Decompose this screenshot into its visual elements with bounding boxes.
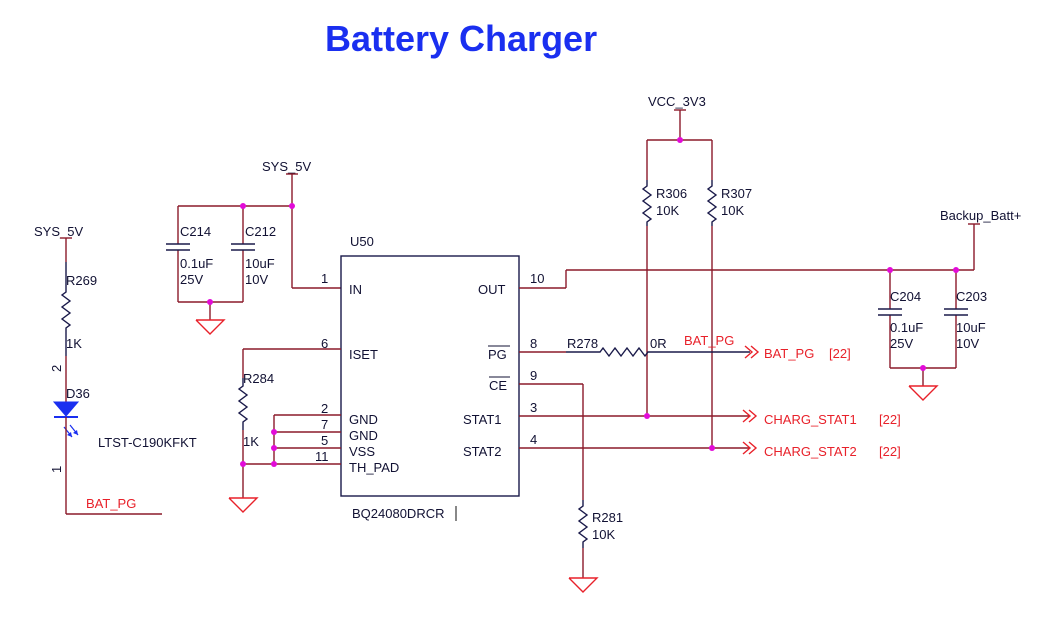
c204-capacitor-symbol [878,308,902,316]
pin-name: STAT1 [463,412,502,427]
pin-name: IN [349,282,362,297]
d36-pin-cathode: 1 [49,466,64,473]
c212-value: 10uF [245,256,275,271]
net-label-sys5v-top: SYS_5V [262,159,311,174]
r284-resistor-symbol [237,378,249,430]
pin-name-overbar: PG [488,347,507,362]
c214-value: 0.1uF [180,256,213,271]
d36-refdes: D36 [66,386,90,401]
net-label-bat-pg-led: BAT_PG [86,496,136,511]
pin-number: 5 [321,433,328,448]
port-charg-stat2-ref: [22] [879,444,901,459]
d36-pin-anode: 2 [49,365,64,372]
pin-name: TH_PAD [349,460,399,475]
pin-number: 4 [530,432,537,447]
pin-number: 8 [530,336,537,351]
pin-number: 3 [530,400,537,415]
c212-voltage: 10V [245,272,268,287]
port-charg-stat1: CHARG_STAT1 [764,412,857,427]
c204-value: 0.1uF [890,320,923,335]
pin-number: 11 [315,449,329,464]
r307-value: 10K [721,203,744,218]
r306-resistor-symbol [641,180,653,226]
r269-resistor-symbol [60,262,72,356]
r284-value: 1K [243,434,259,449]
u50-ic: U50 BQ24080DRCR 1 IN 6 ISET 2 GND 7 GND … [243,234,583,521]
r284-refdes: R284 [243,371,274,386]
c203-refdes: C203 [956,289,987,304]
pin-number: 6 [321,336,328,351]
r269-value: 1K [66,336,82,351]
iset-ground-network: R284 1K [228,348,292,513]
port-bat-pg: BAT_PG [764,346,814,361]
c214-voltage: 25V [180,272,203,287]
pin-name: OUT [478,282,506,297]
r306-value: 10K [656,203,679,218]
net-label-sys5v-left: SYS_5V [34,224,83,239]
c204-voltage: 25V [890,336,913,351]
c203-value: 10uF [956,320,986,335]
d36-part-number: LTST-C190KFKT [98,435,197,450]
output-network: Backup_Batt+ C204 0.1uF 25V C203 10uF 10… [565,208,1021,401]
r278-resistor-symbol [566,346,750,358]
pin-name: GND [349,428,378,443]
led-indicator-circuit: SYS_5V R269 1K 2 D36 LTST-C190KFKT 1 BAT… [34,224,197,515]
r307-refdes: R307 [721,186,752,201]
u50-part-number: BQ24080DRCR [352,506,445,521]
port-arrow-stat1 [742,409,752,423]
ground-symbol-output-caps [908,385,939,401]
ground-symbol-input-caps [195,319,226,335]
pin-name: ISET [349,347,378,362]
r307-resistor-symbol [706,180,718,226]
r278-value: 0R [650,336,667,351]
pin-name: STAT2 [463,444,502,459]
pin-number: 10 [530,271,544,286]
c203-voltage: 10V [956,336,979,351]
c212-refdes: C212 [245,224,276,239]
pin-name-overbar: CE [489,378,507,393]
pin-number: 1 [321,271,328,286]
c214-refdes: C214 [180,224,211,239]
ground-symbol-ce [568,577,599,593]
r306-refdes: R306 [656,186,687,201]
u50-body [340,255,520,497]
port-arrow-bat-pg [744,345,754,359]
page-title: Battery Charger [325,18,597,59]
junction-dots [207,137,959,467]
ground-symbol-iset [228,497,259,513]
c214-capacitor-symbol [166,243,190,251]
input-capacitors: SYS_5V C214 0.1uF 25V C212 10uF 10V [166,159,341,335]
port-charg-stat2: CHARG_STAT2 [764,444,857,459]
status-pullups: VCC_3V3 R306 10K R307 10K [641,94,752,448]
net-label-bat-pg-wire: BAT_PG [684,333,734,348]
pin-number: 7 [321,417,328,432]
c204-refdes: C204 [890,289,921,304]
r278-refdes: R278 [567,336,598,351]
pin-name: VSS [349,444,375,459]
pin-number: 9 [530,368,537,383]
r281-value: 10K [592,527,615,542]
u50-refdes: U50 [350,234,374,249]
c203-capacitor-symbol [944,308,968,316]
r281-resistor-symbol [577,500,589,548]
port-bat-pg-ref: [22] [829,346,851,361]
status-outputs: CHARG_STAT1 [22] CHARG_STAT2 [22] [519,409,901,459]
charge-enable-network: R281 10K [568,384,623,593]
pin-name: GND [349,412,378,427]
net-label-backup-batt: Backup_Batt+ [940,208,1021,223]
net-label-vcc3v3: VCC_3V3 [648,94,706,109]
c212-capacitor-symbol [231,243,255,251]
port-charg-stat1-ref: [22] [879,412,901,427]
power-good-network: R278 0R BAT_PG BAT_PG [22] [566,333,851,361]
r269-refdes: R269 [66,273,97,288]
pin-number: 2 [321,401,328,416]
r281-refdes: R281 [592,510,623,525]
port-arrow-stat2 [742,441,752,455]
